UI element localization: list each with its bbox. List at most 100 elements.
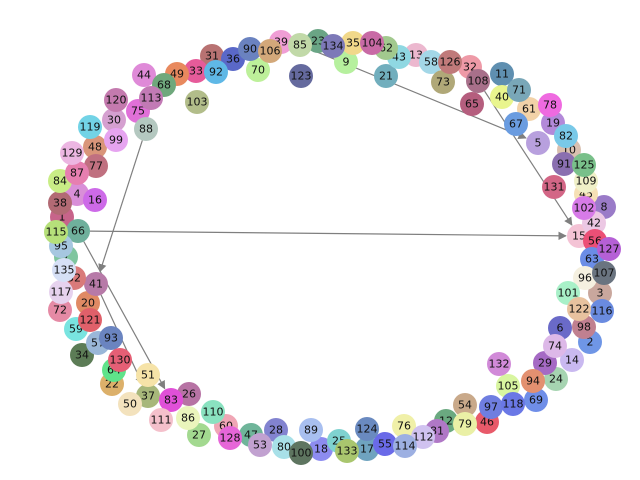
node-label: 70	[251, 64, 265, 77]
node-circle	[246, 58, 270, 82]
node-label: 90	[243, 43, 257, 56]
node-label: 7	[63, 251, 70, 264]
node-label: 50	[123, 398, 137, 411]
node-72: 72	[48, 298, 72, 322]
node-label: 9	[343, 56, 350, 69]
node-circle	[44, 220, 68, 244]
node-label: 111	[151, 414, 172, 427]
node-129: 129	[60, 141, 84, 165]
node-circle	[176, 406, 200, 430]
node-5: 5	[526, 131, 550, 155]
node-93: 93	[99, 326, 123, 350]
node-label: 38	[53, 197, 67, 210]
node-label: 135	[54, 264, 75, 277]
node-106: 106	[258, 39, 282, 63]
node-circle	[185, 90, 209, 114]
node-30: 30	[102, 108, 126, 132]
node-label: 28	[269, 424, 283, 437]
node-label: 3	[597, 287, 604, 300]
node-label: 114	[395, 440, 416, 453]
node-label: 63	[585, 253, 599, 266]
node-133: 133	[335, 439, 359, 463]
node-71: 71	[507, 78, 531, 102]
node-label: 108	[468, 75, 489, 88]
node-label: 120	[106, 94, 127, 107]
node-label: 134	[323, 40, 344, 53]
node-label: 49	[170, 68, 184, 81]
node-label: 29	[538, 357, 552, 370]
node-circle	[490, 62, 514, 86]
node-label: 5	[535, 137, 542, 150]
node-circle	[501, 392, 525, 416]
node-label: 66	[71, 225, 85, 238]
node-circle	[466, 69, 490, 93]
node-128: 128	[218, 426, 242, 450]
node-label: 97	[484, 401, 498, 414]
node-circle	[438, 50, 462, 74]
node-58: 58	[419, 50, 443, 74]
edge-88-41	[98, 140, 143, 273]
node-label: 99	[109, 134, 123, 147]
node-label: 133	[337, 445, 358, 458]
node-label: 1	[59, 211, 66, 224]
node-circle	[102, 108, 126, 132]
node-122: 122	[567, 297, 591, 321]
node-label: 42	[587, 217, 601, 230]
node-73: 73	[431, 70, 455, 94]
node-123: 123	[289, 64, 313, 88]
node-label: 98	[577, 321, 591, 334]
node-label: 18	[314, 443, 328, 456]
node-circle	[48, 191, 72, 215]
node-label: 103	[187, 96, 208, 109]
node-label: 102	[574, 202, 595, 215]
node-18: 18	[309, 437, 333, 461]
node-label: 16	[88, 194, 102, 207]
node-label: 89	[304, 424, 318, 437]
node-circle	[248, 433, 272, 457]
node-circle	[139, 86, 163, 110]
node-circle	[538, 93, 562, 117]
node-circle	[526, 131, 550, 155]
node-label: 110	[203, 406, 224, 419]
node-circle	[552, 152, 576, 176]
node-circle	[554, 124, 578, 148]
node-label: 85	[293, 39, 307, 52]
node-9: 9	[334, 50, 358, 74]
node-117: 117	[49, 280, 73, 304]
node-label: 129	[62, 147, 83, 160]
node-98: 98	[572, 315, 596, 339]
node-label: 122	[569, 303, 590, 316]
node-circle	[588, 281, 612, 305]
node-85: 85	[288, 33, 312, 57]
node-111: 111	[149, 408, 173, 432]
node-circle	[52, 258, 76, 282]
node-label: 132	[489, 358, 510, 371]
node-circle	[334, 50, 358, 74]
node-55: 55	[373, 432, 397, 456]
node-circle	[136, 384, 160, 408]
node-label: 83	[164, 394, 178, 407]
node-label: 30	[107, 114, 121, 127]
node-label: 19	[546, 117, 560, 130]
node-circle	[373, 432, 397, 456]
node-label: 73	[436, 76, 450, 89]
node-label: 71	[512, 84, 526, 97]
node-66: 66	[66, 219, 90, 243]
node-label: 54	[458, 399, 472, 412]
node-circle	[543, 334, 567, 358]
node-circle	[238, 37, 262, 61]
node-label: 75	[131, 105, 145, 118]
node-104: 104	[360, 31, 384, 55]
node-circle	[592, 261, 616, 285]
node-circle	[573, 266, 597, 290]
node-label: 65	[465, 98, 479, 111]
node-circle	[479, 395, 503, 419]
node-label: 48	[88, 141, 102, 154]
node-label: 27	[192, 429, 206, 442]
node-label: 82	[559, 130, 573, 143]
node-circle	[288, 33, 312, 57]
node-label: 127	[599, 243, 620, 256]
node-121: 121	[78, 308, 102, 332]
node-circle	[258, 39, 282, 63]
